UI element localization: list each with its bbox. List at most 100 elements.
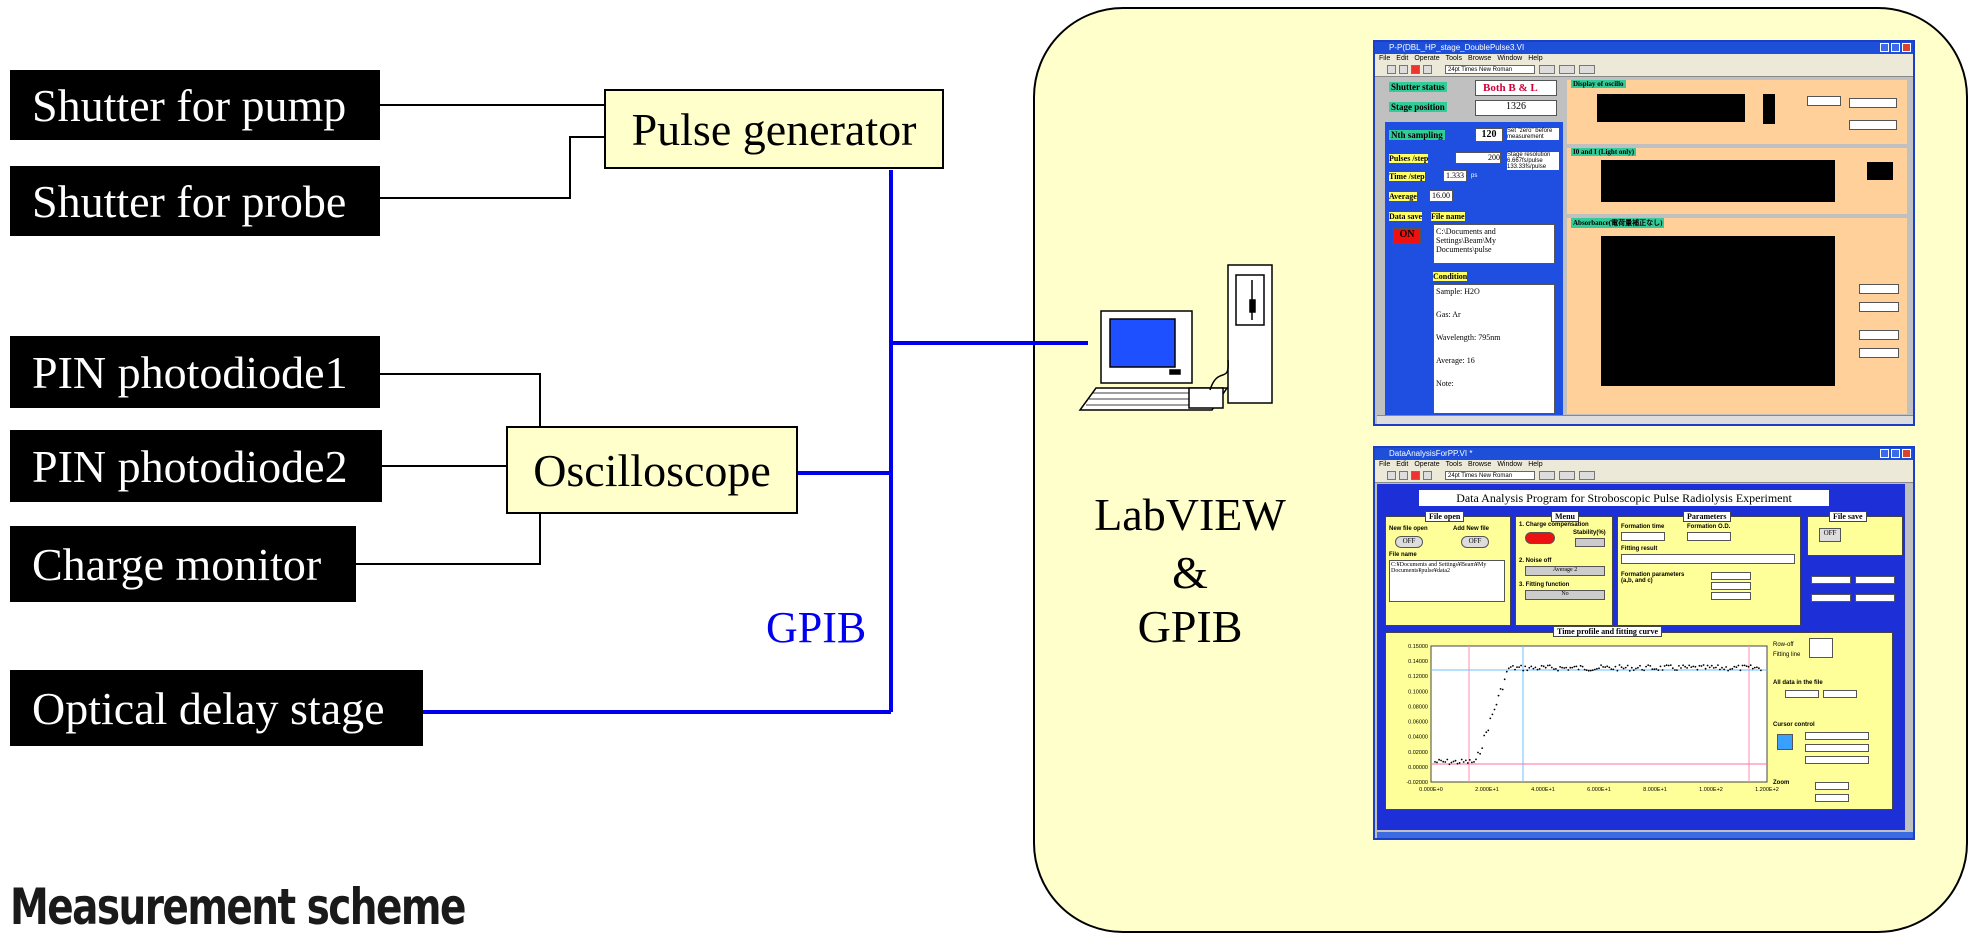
data-point — [1591, 669, 1594, 672]
menu-edit[interactable]: Edit — [1396, 55, 1409, 62]
toolbar: 24pt Times New Roman — [1375, 469, 1913, 483]
data-point — [1555, 668, 1557, 670]
distribute-icon[interactable] — [1559, 471, 1575, 480]
maximize-icon[interactable] — [1891, 449, 1900, 458]
time-step-value[interactable]: 1.333 — [1443, 170, 1467, 182]
pause-icon[interactable] — [1423, 65, 1432, 74]
run-continuous-icon[interactable] — [1399, 471, 1408, 480]
file-path-value[interactable]: C:\Documents and Settings\Beam\My Docume… — [1433, 224, 1555, 264]
font-select[interactable]: 24pt Times New Roman — [1445, 471, 1535, 480]
menu-operate[interactable]: Operate — [1414, 461, 1440, 468]
save-value-4 — [1855, 594, 1895, 602]
data-point — [1450, 761, 1453, 764]
data-save-button[interactable]: ON — [1393, 228, 1421, 244]
x-tick-label: 0.000E+0 — [1419, 787, 1443, 793]
menu-file[interactable]: File — [1379, 461, 1391, 468]
pause-icon[interactable] — [1423, 471, 1432, 480]
align-icon[interactable] — [1539, 471, 1555, 480]
data-point — [1479, 752, 1481, 755]
condition-box[interactable]: Sample: H2O Gas: Ar Wavelength: 795nm Av… — [1433, 284, 1555, 414]
menu-file[interactable]: File — [1379, 55, 1391, 62]
zoom-field-1[interactable] — [1815, 782, 1849, 790]
nth-sampling-label: Nth sampling — [1389, 130, 1445, 140]
run-icon[interactable] — [1387, 65, 1396, 74]
file-save-button[interactable]: OFF — [1819, 528, 1841, 542]
data-point — [1741, 664, 1744, 667]
average-select[interactable]: Average 2 — [1525, 566, 1605, 576]
data-point — [1442, 760, 1445, 763]
data-point — [1749, 664, 1752, 667]
window-title: DataAnalysisForPP.VI * — [1389, 449, 1473, 458]
abort-icon[interactable] — [1411, 471, 1420, 480]
menu-window[interactable]: Window — [1497, 461, 1523, 468]
charge-compensation-toggle[interactable] — [1525, 532, 1555, 544]
data-point — [1594, 668, 1596, 671]
abort-icon[interactable] — [1411, 65, 1420, 74]
data-point — [1729, 668, 1732, 671]
data-point — [1635, 667, 1637, 670]
data-point — [1745, 665, 1748, 667]
new-file-open-button[interactable]: OFF — [1395, 536, 1423, 548]
data-point — [1468, 759, 1471, 761]
param-b-value — [1711, 582, 1751, 590]
data-point — [1624, 666, 1627, 669]
charge-monitor-label: Charge monitor — [32, 538, 322, 590]
time-step-unit: ps — [1471, 173, 1478, 179]
menu-browse[interactable]: Browse — [1467, 461, 1492, 468]
data-point — [1756, 666, 1758, 669]
data-point — [1561, 666, 1563, 669]
align-icon[interactable] — [1539, 65, 1555, 74]
menu-help[interactable]: Help — [1528, 461, 1543, 468]
data-point — [1760, 669, 1762, 672]
menu-browse[interactable]: Browse — [1467, 55, 1492, 62]
y-tick-label: 0.14000 — [1408, 659, 1428, 665]
cursor-pad[interactable] — [1777, 734, 1793, 750]
shutter-probe-box: Shutter for probe — [10, 166, 380, 236]
data-point — [1727, 669, 1729, 672]
average-value[interactable]: 16.00 — [1429, 190, 1453, 202]
pulses-step-value[interactable]: 200 — [1455, 152, 1501, 164]
minimize-icon[interactable] — [1880, 43, 1889, 52]
maximize-icon[interactable] — [1891, 43, 1900, 52]
data-point — [1446, 758, 1449, 761]
data-point — [1540, 664, 1543, 667]
data-point — [1514, 668, 1516, 671]
condition-line: Wavelength: 795nm — [1436, 333, 1501, 342]
data-point — [1538, 668, 1541, 670]
add-new-file-button[interactable]: OFF — [1461, 536, 1489, 548]
menu-edit[interactable]: Edit — [1396, 461, 1409, 468]
cursor-value-2 — [1805, 744, 1869, 752]
menu-window[interactable]: Window — [1497, 55, 1523, 62]
file-name-value[interactable]: C:¥Documents and Settings¥Beam¥My Docume… — [1389, 560, 1505, 602]
reorder-icon[interactable] — [1579, 65, 1595, 74]
run-continuous-icon[interactable] — [1399, 65, 1408, 74]
data-point — [1630, 666, 1633, 669]
menu-tools[interactable]: Tools — [1445, 461, 1462, 468]
menu-help[interactable]: Help — [1528, 55, 1543, 62]
zoom-field-2[interactable] — [1815, 794, 1849, 802]
data-point — [1475, 758, 1477, 761]
data-point — [1676, 669, 1678, 671]
condition-label: Condition — [1433, 272, 1468, 281]
fitting-select[interactable]: No — [1525, 590, 1605, 600]
reorder-icon[interactable] — [1579, 471, 1595, 480]
horizontal-scrollbar[interactable] — [1377, 415, 1913, 424]
minimize-icon[interactable] — [1880, 449, 1889, 458]
run-icon[interactable] — [1387, 471, 1396, 480]
distribute-icon[interactable] — [1559, 65, 1575, 74]
menubar: File Edit Operate Tools Browse Window He… — [1375, 54, 1913, 63]
data-point — [1684, 665, 1686, 668]
menu-tools[interactable]: Tools — [1445, 55, 1462, 62]
close-icon[interactable] — [1902, 43, 1911, 52]
data-point — [1520, 664, 1522, 667]
data-point — [1721, 666, 1723, 669]
data-point — [1688, 664, 1691, 667]
close-icon[interactable] — [1902, 449, 1911, 458]
optical-delay-stage-label: Optical delay stage — [32, 682, 385, 734]
data-point — [1618, 664, 1621, 666]
menu-operate[interactable]: Operate — [1414, 55, 1440, 62]
font-select[interactable]: 24pt Times New Roman — [1445, 65, 1535, 74]
data-point — [1661, 669, 1664, 671]
fitting-function-label: 3. Fitting function — [1519, 582, 1570, 588]
data-point — [1456, 762, 1459, 765]
